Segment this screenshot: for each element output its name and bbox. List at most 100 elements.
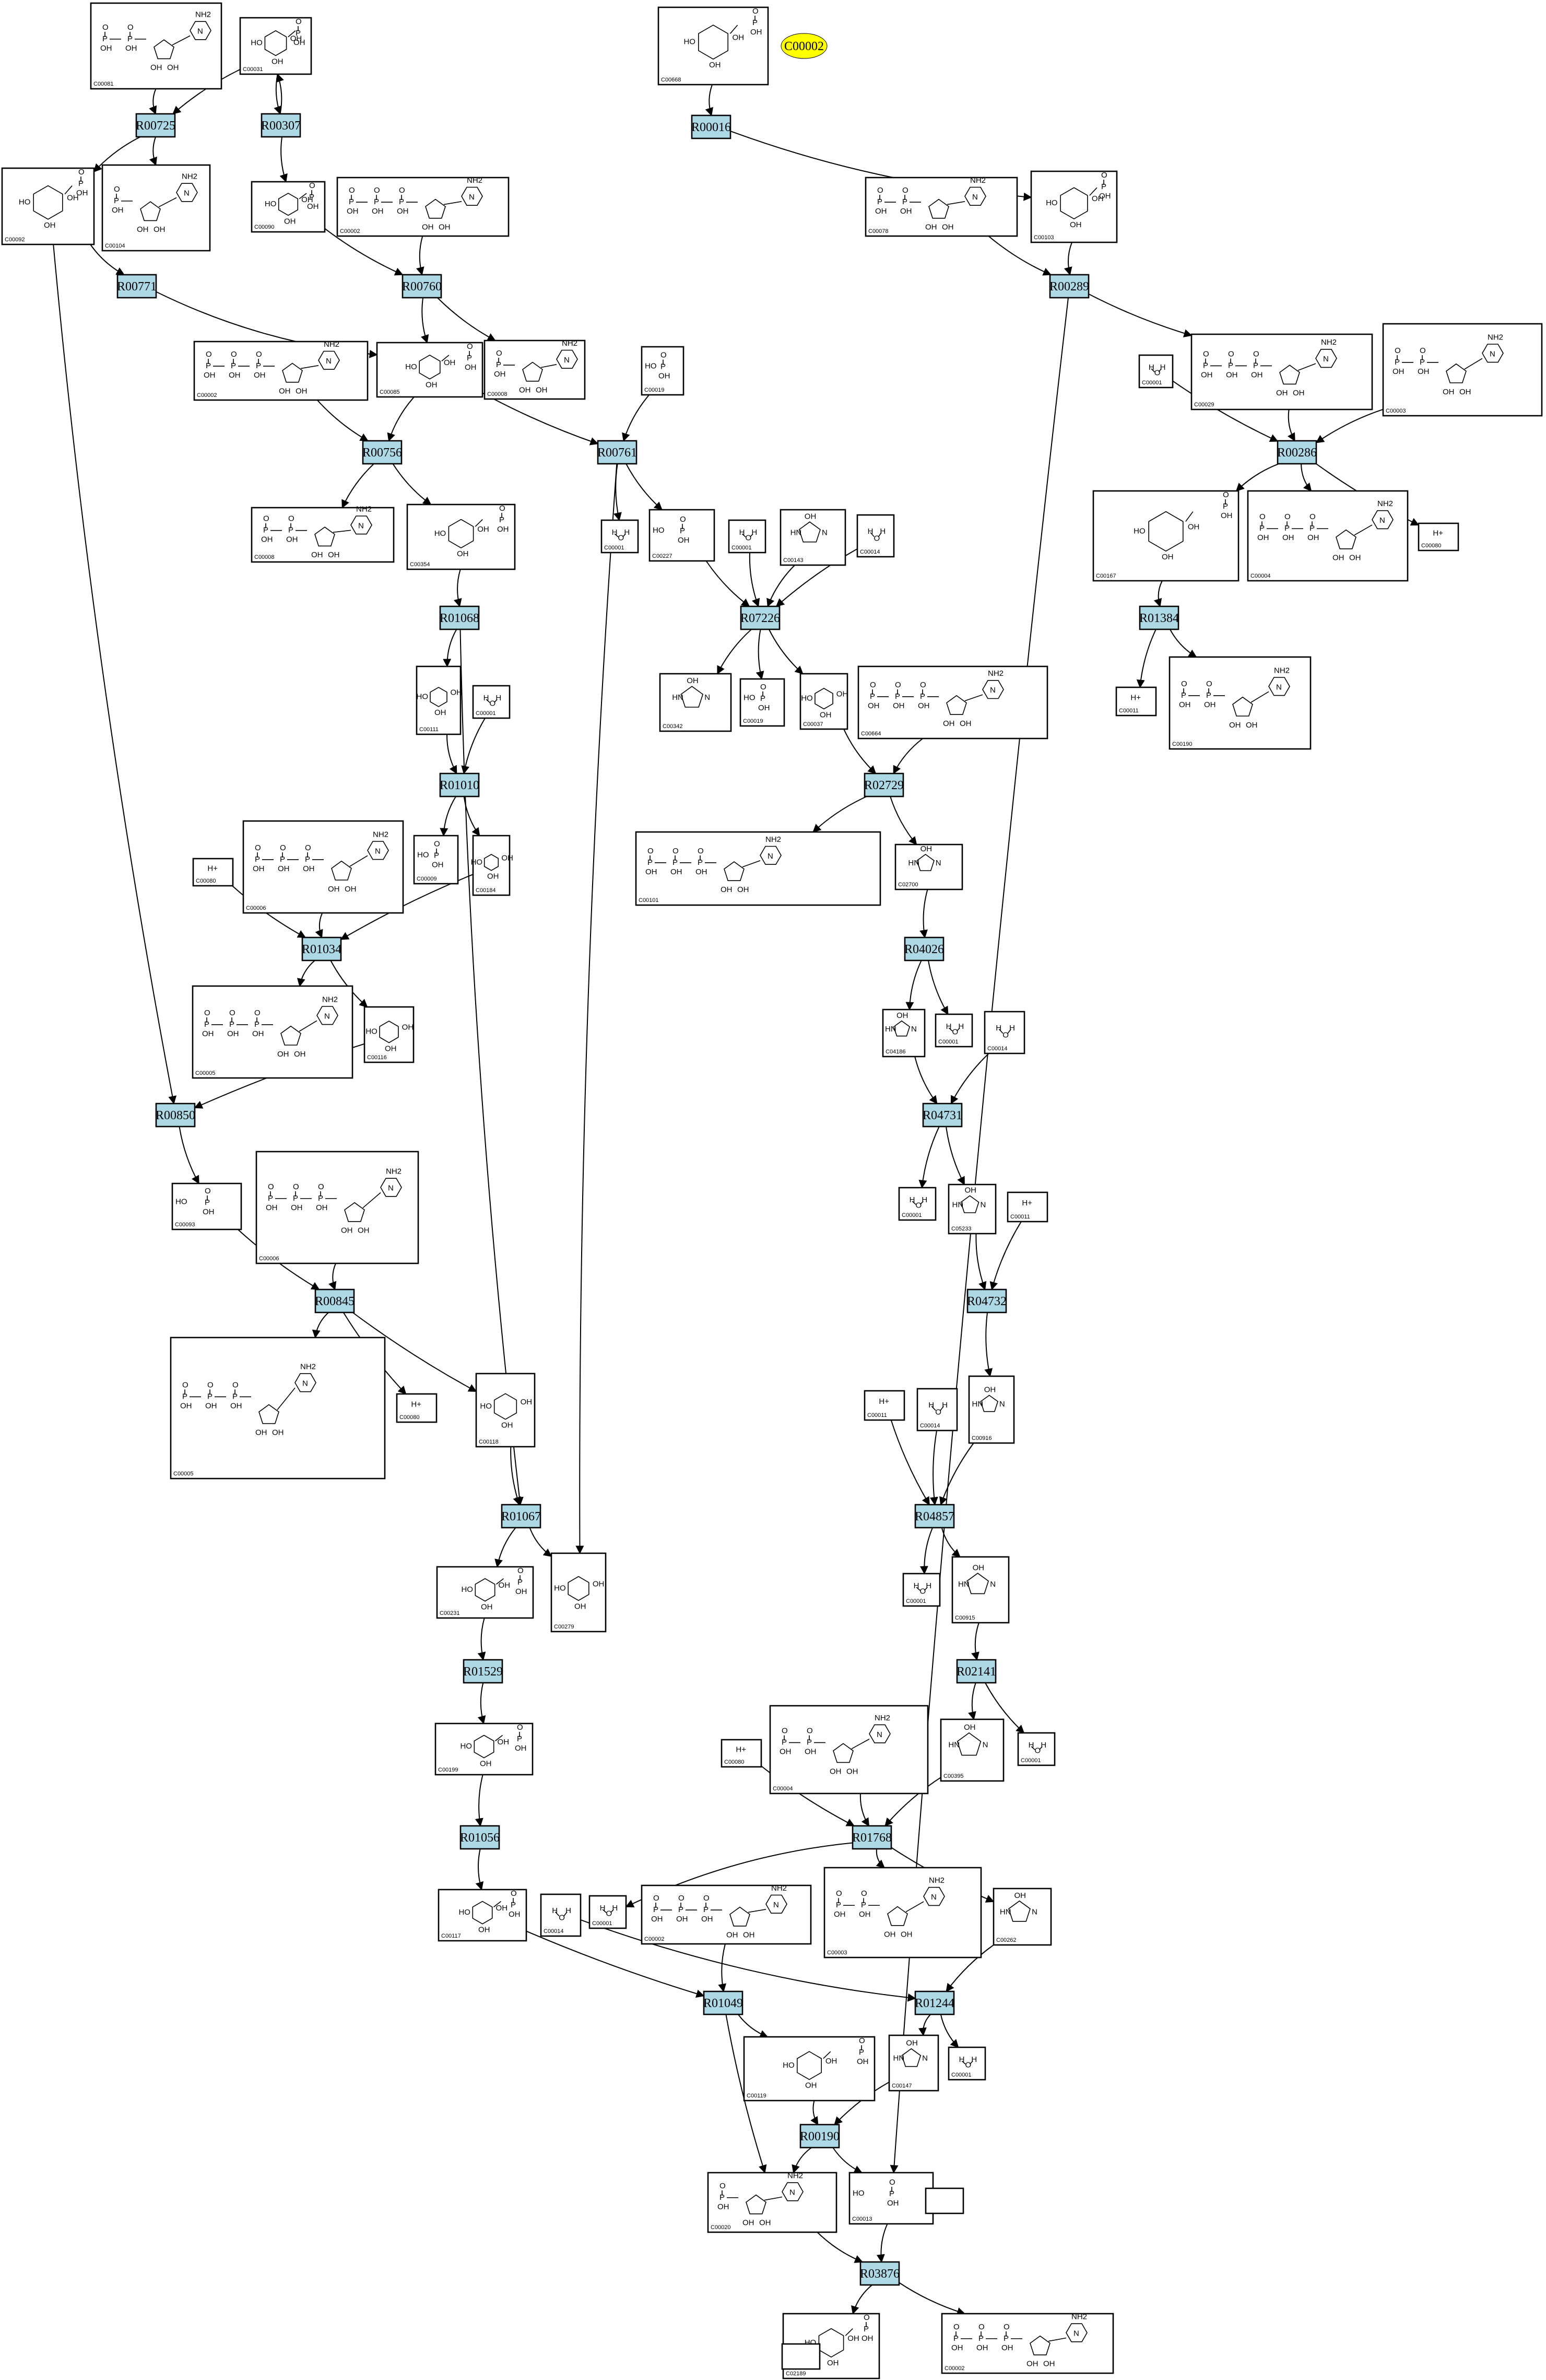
compound-C00080[interactable]: H+C00080 (192, 858, 234, 887)
compound-box[interactable] (242, 820, 404, 914)
reaction-box[interactable] (956, 1659, 997, 1684)
compound-box[interactable] (171, 1182, 242, 1230)
reaction-R01067[interactable]: R01067 (501, 1504, 541, 1529)
reaction-R01529[interactable]: R01529 (463, 1659, 503, 1684)
compound-C00011[interactable]: H+C00011 (864, 1390, 905, 1421)
empty-compound-box-0[interactable] (925, 2187, 964, 2214)
reaction-box[interactable] (402, 274, 442, 299)
reaction-box[interactable] (966, 1288, 1007, 1314)
compound-box[interactable] (864, 1390, 905, 1421)
reaction-R04857[interactable]: R04857 (914, 1504, 955, 1529)
compound-box[interactable] (540, 1893, 582, 1937)
compound-C00080[interactable]: H+C00080 (1418, 522, 1459, 552)
reaction-box[interactable] (1277, 440, 1317, 465)
compound-box[interactable] (769, 1705, 929, 1795)
reaction-R00307[interactable]: R00307 (261, 113, 301, 138)
compound-C00080[interactable]: H+C00080 (396, 1393, 438, 1423)
compound-box[interactable] (865, 177, 1018, 237)
compound-box[interactable] (376, 342, 483, 398)
reaction-box[interactable] (1139, 605, 1179, 630)
compound-box[interactable] (363, 1006, 415, 1063)
compound-box[interactable] (255, 1151, 419, 1264)
compound-box[interactable] (406, 503, 516, 570)
reaction-box[interactable] (301, 936, 342, 962)
compound-box[interactable] (1, 167, 95, 245)
compound-box[interactable] (948, 1183, 997, 1235)
compound-C00011[interactable]: H+C00011 (1115, 686, 1157, 717)
compound-box[interactable] (1115, 686, 1157, 717)
compound-box[interactable] (968, 1375, 1015, 1444)
highlight-compound-ellipse[interactable] (781, 33, 828, 59)
empty-compound-box-1[interactable] (781, 2343, 821, 2370)
compound-box[interactable] (721, 1739, 762, 1768)
compound-box[interactable] (434, 1722, 534, 1776)
compound-box[interactable] (902, 1573, 941, 1607)
reaction-R00286[interactable]: R00286 (1277, 440, 1317, 465)
compound-box[interactable] (993, 1887, 1052, 1946)
reaction-box[interactable] (261, 113, 301, 138)
compound-box[interactable] (984, 1011, 1025, 1054)
compound-box[interactable] (396, 1393, 438, 1423)
reaction-box[interactable] (922, 1103, 963, 1128)
reaction-box[interactable] (501, 1504, 541, 1529)
reaction-box[interactable] (914, 1990, 955, 2015)
compound-box[interactable] (438, 1889, 527, 1942)
reaction-R00725[interactable]: R00725 (135, 113, 176, 138)
compound-box[interactable] (192, 858, 234, 887)
reaction-R01034[interactable]: R01034 (301, 936, 342, 962)
reaction-box[interactable] (859, 2261, 900, 2286)
compound-box[interactable] (251, 507, 395, 563)
reaction-R01049[interactable]: R01049 (703, 1990, 744, 2015)
compound-box[interactable] (588, 1895, 627, 1929)
reaction-R04731[interactable]: R04731 (922, 1103, 963, 1128)
compound-box[interactable] (1190, 333, 1373, 411)
compound-box[interactable] (1092, 490, 1240, 582)
reaction-R04732[interactable]: R04732 (966, 1288, 1007, 1314)
reaction-R00289[interactable]: R00289 (1049, 274, 1090, 299)
compound-box[interactable] (413, 835, 459, 885)
reaction-box[interactable] (864, 772, 904, 798)
compound-box[interactable] (1017, 1732, 1056, 1766)
reaction-box[interactable] (459, 1825, 500, 1850)
compound-box[interactable] (935, 1013, 973, 1048)
compound-box[interactable] (951, 1556, 1010, 1624)
reaction-R01068[interactable]: R01068 (439, 605, 480, 630)
compound-box[interactable] (416, 665, 462, 735)
compound-box[interactable] (600, 519, 639, 554)
compound-box[interactable] (856, 514, 895, 558)
reaction-R00190[interactable]: R00190 (799, 2124, 840, 2149)
reaction-box[interactable] (740, 605, 781, 630)
compound-box[interactable] (780, 509, 846, 566)
reaction-box[interactable] (703, 1990, 744, 2015)
